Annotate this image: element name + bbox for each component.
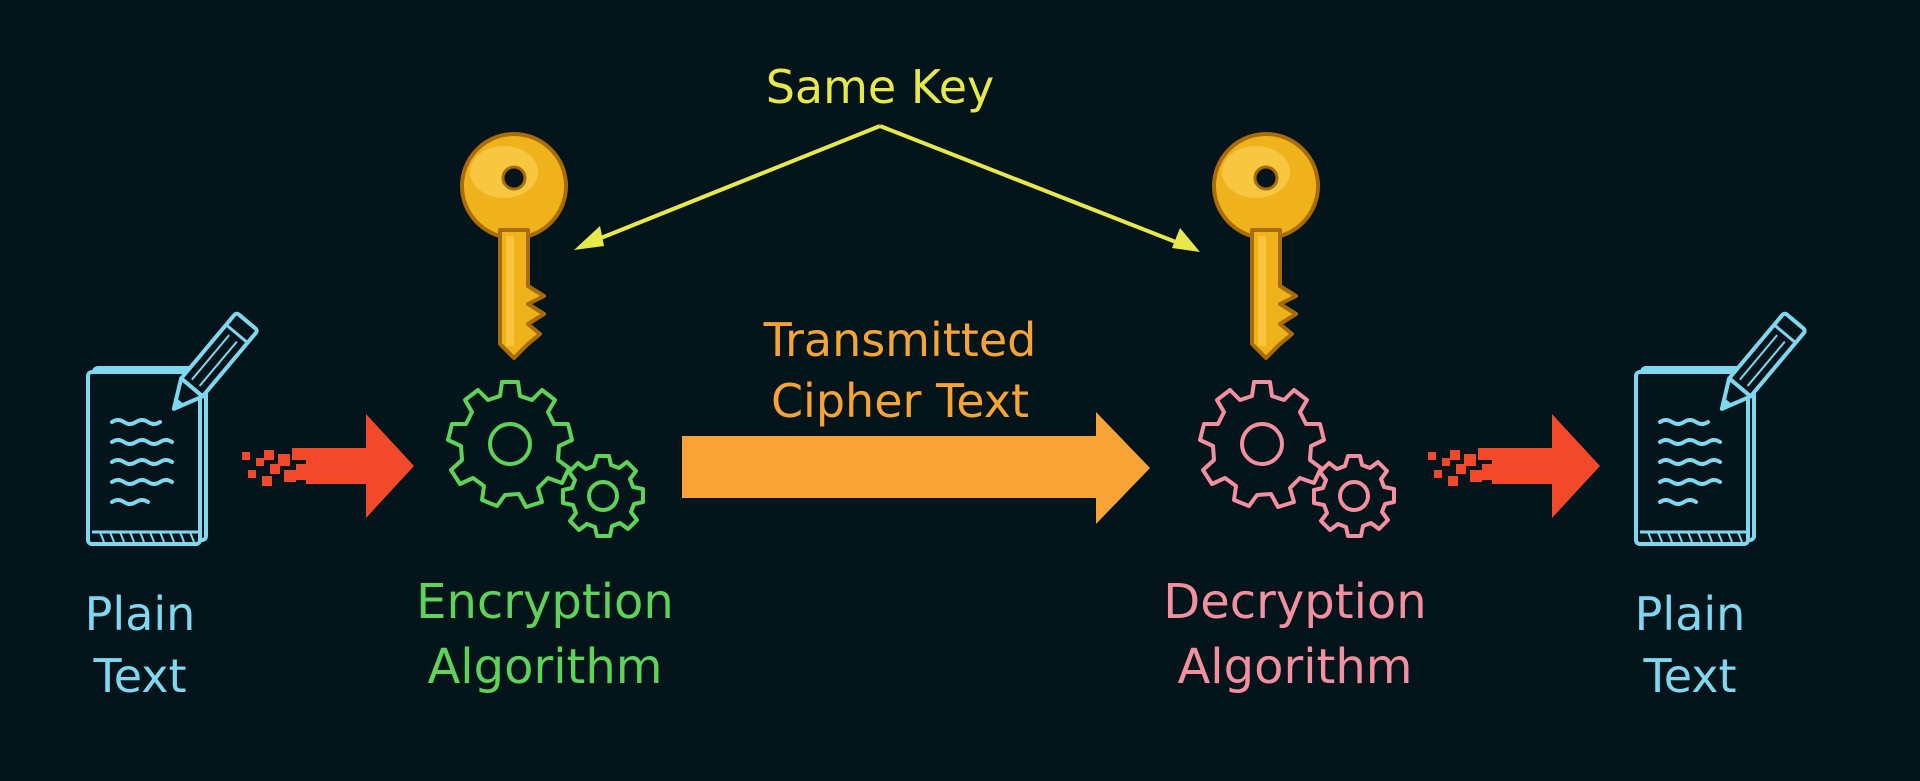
same-key-connectors <box>574 124 1200 252</box>
enc-line-1: Encryption <box>416 574 674 630</box>
plain-text-left-label: Plain Text <box>40 583 240 707</box>
decryption-algorithm-label: Decryption Algorithm <box>1130 570 1460 700</box>
encryption-key-icon <box>460 132 568 360</box>
red-arrow-right <box>1428 414 1600 518</box>
same-key-text: Same Key <box>765 60 995 114</box>
plain-text-document-icon <box>86 310 260 546</box>
plain-right-line-2: Text <box>1643 649 1737 704</box>
transmitted-cipher-text-label: Transmitted Cipher Text <box>700 310 1100 431</box>
plain-left-line-1: Plain <box>84 587 196 641</box>
dec-line-2: Algorithm <box>1177 638 1413 695</box>
decryption-key-icon <box>1212 132 1320 360</box>
transmit-arrow <box>682 412 1150 524</box>
plain-text-document-icon <box>1634 310 1808 546</box>
enc-line-2: Algorithm <box>427 638 663 695</box>
red-arrow-left <box>242 414 414 518</box>
dec-line-1: Decryption <box>1163 574 1427 630</box>
plain-right-line-1: Plain <box>1634 587 1746 641</box>
same-key-label: Same Key <box>730 60 1030 114</box>
cipher-line-2: Cipher Text <box>770 373 1030 428</box>
encryption-algorithm-label: Encryption Algorithm <box>380 570 710 700</box>
plain-text-right-label: Plain Text <box>1590 583 1790 707</box>
plain-left-line-2: Text <box>93 649 187 704</box>
decryption-gears-icon <box>1198 380 1396 538</box>
encryption-gears-icon <box>446 380 645 538</box>
cipher-line-1: Transmitted <box>763 313 1037 367</box>
